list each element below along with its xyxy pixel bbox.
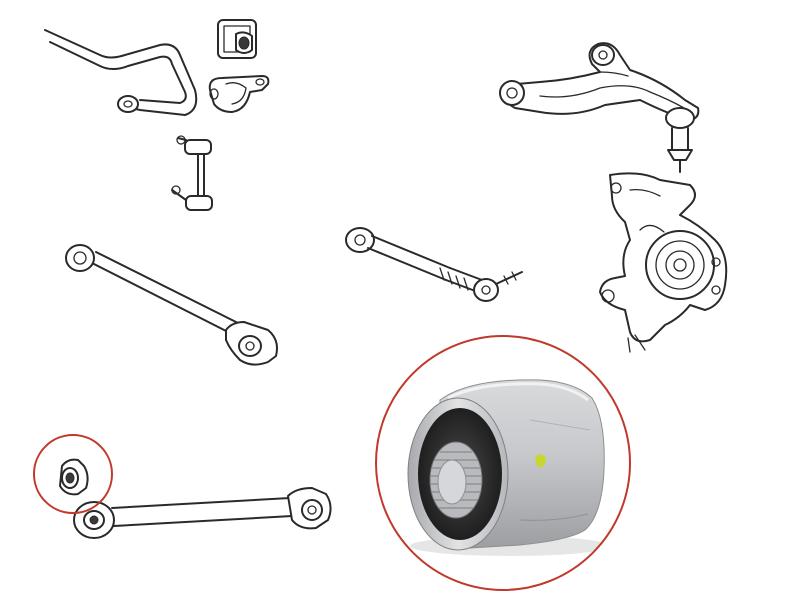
- highlighted-bushing: [59, 458, 89, 496]
- bushing-photo-detail: [376, 336, 630, 590]
- stabilizer-link: [171, 135, 213, 211]
- upper-control-arm: [499, 42, 700, 173]
- stabilizer-bar: [44, 29, 198, 116]
- steering-knuckle: [599, 172, 728, 353]
- stabilizer-bushing: [217, 19, 257, 59]
- highlight-circle-small: [33, 434, 113, 514]
- highlight-circle-large: [375, 335, 631, 591]
- stabilizer-bracket: [208, 75, 270, 113]
- lower-arm: [73, 487, 332, 539]
- lateral-link: [345, 227, 523, 302]
- trailing-arm: [65, 244, 278, 366]
